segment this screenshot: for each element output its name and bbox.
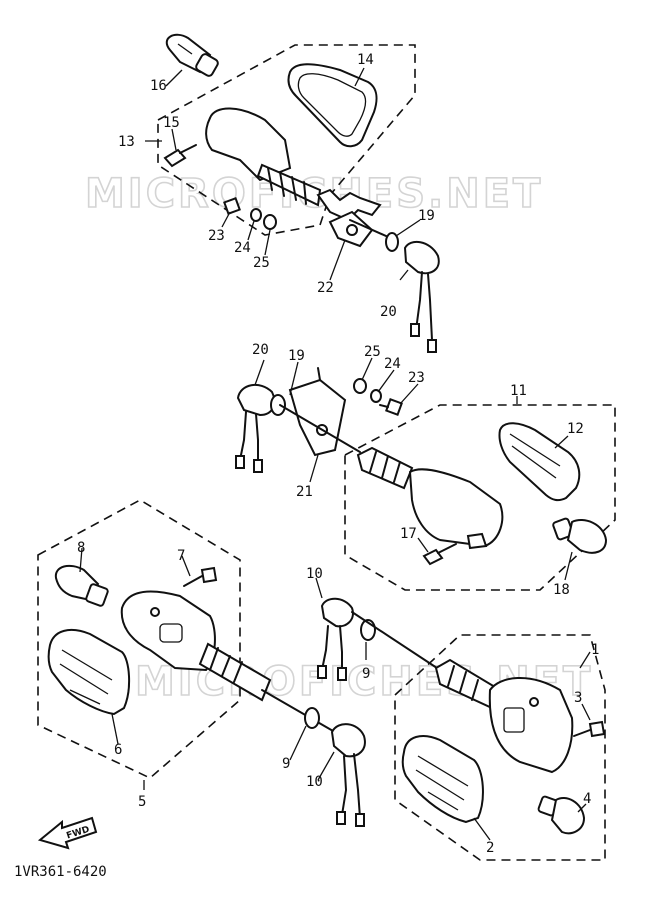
callout-23-top: 23 xyxy=(208,228,225,244)
washer-25-top xyxy=(263,214,277,230)
socket-10-right xyxy=(317,597,354,681)
callout-23-mid: 23 xyxy=(408,370,425,386)
callout-8: 8 xyxy=(77,540,85,556)
grommet-19-mid xyxy=(270,394,286,416)
screw-13 xyxy=(422,543,457,566)
bulb-18 xyxy=(165,33,219,77)
callout-12: 12 xyxy=(567,421,584,437)
assembly-15 xyxy=(145,33,440,353)
bulb-4 xyxy=(537,795,586,835)
fwd-arrow-icon: FWD xyxy=(37,816,98,850)
socket-10-left xyxy=(330,723,366,827)
callout-7: 7 xyxy=(177,548,185,564)
grommet-19-top xyxy=(385,232,399,252)
housing-11 xyxy=(356,446,504,550)
callout-20-mid: 20 xyxy=(252,342,269,358)
lens-6 xyxy=(47,629,130,716)
callout-1: 1 xyxy=(591,642,599,658)
socket-20-top xyxy=(403,240,440,353)
diagram-code: 1VR361-6420 xyxy=(14,864,107,880)
bulb-14 xyxy=(552,517,608,554)
callout-15: 13 xyxy=(118,134,135,150)
screw-7 xyxy=(183,566,218,587)
bracket-21 xyxy=(288,367,347,457)
callout-2: 2 xyxy=(486,840,494,856)
callout-16: 14 xyxy=(357,52,374,68)
group-outline-5 xyxy=(37,499,241,779)
assembly-1 xyxy=(315,577,606,861)
callout-19-mid: 19 xyxy=(288,348,305,364)
callout-14: 18 xyxy=(553,582,570,598)
callout-4: 4 xyxy=(583,791,591,807)
nut-23-top xyxy=(223,197,241,215)
callout-13: 17 xyxy=(400,526,417,542)
lens-2 xyxy=(401,735,484,824)
lens-16 xyxy=(287,63,378,148)
bolt-23-mid xyxy=(379,398,403,416)
grommet-9-left xyxy=(304,707,320,729)
washer-24-top xyxy=(250,208,262,222)
housing-5 xyxy=(120,590,272,702)
callout-17: 15 xyxy=(163,115,180,131)
callout-21: 21 xyxy=(296,484,313,500)
callout-3: 3 xyxy=(574,690,582,706)
lens-12 xyxy=(498,422,581,502)
callout-18: 16 xyxy=(150,78,167,94)
callout-24-top: 24 xyxy=(234,240,251,256)
group-outline-11 xyxy=(344,404,616,591)
callout-20-top: 20 xyxy=(380,304,397,320)
bracket-22 xyxy=(328,210,396,248)
callout-10-right: 10 xyxy=(306,566,323,582)
callout-labels: 16 14 13 15 23 24 25 19 22 20 20 19 25 2… xyxy=(77,52,599,856)
callout-6: 6 xyxy=(114,742,122,758)
housing-1 xyxy=(434,658,574,774)
housing-15 xyxy=(205,107,382,222)
callout-25-top: 25 xyxy=(253,255,270,271)
callout-24-mid: 24 xyxy=(384,356,401,372)
callout-25-mid: 25 xyxy=(364,344,381,360)
screw-17 xyxy=(163,144,197,168)
screw-3 xyxy=(573,720,606,738)
assembly-5 xyxy=(37,499,366,827)
washer-25-mid xyxy=(353,378,367,394)
socket-20-mid xyxy=(235,383,276,473)
callout-11: 11 xyxy=(510,383,527,399)
bulb-8 xyxy=(54,564,109,607)
callout-5: 5 xyxy=(138,794,146,810)
callout-9-left: 9 xyxy=(282,756,290,772)
callout-9-right: 9 xyxy=(362,666,370,682)
washer-24-mid xyxy=(370,389,382,403)
assembly-11 xyxy=(235,357,616,591)
callout-22: 22 xyxy=(317,280,334,296)
callout-19-top: 19 xyxy=(418,208,435,224)
callout-10-left: 10 xyxy=(306,774,323,790)
